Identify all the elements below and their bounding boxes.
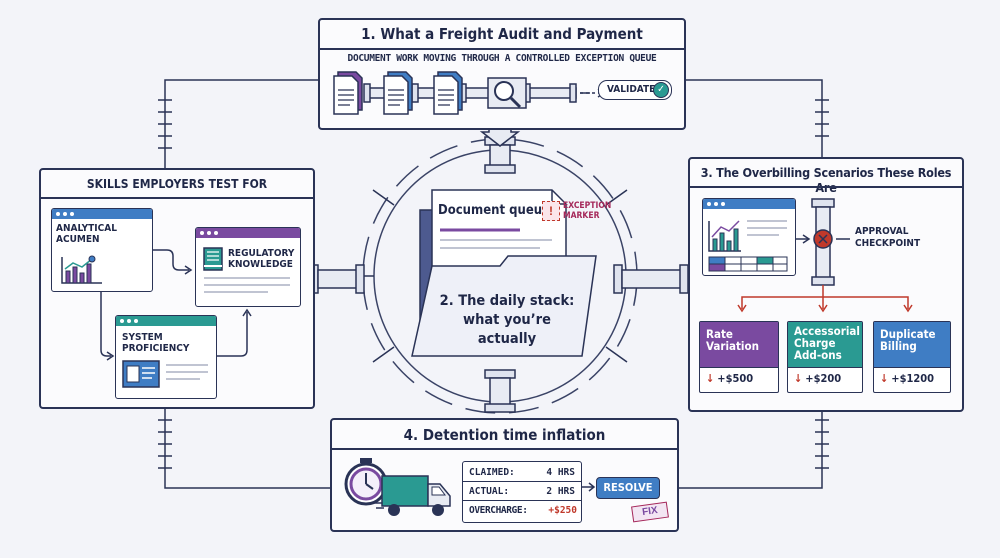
- document-icon: [383, 71, 413, 115]
- connector-skills-p4: [164, 405, 330, 489]
- exception-icon: !: [542, 201, 560, 221]
- panel-overbilling: 3. The Overbilling Scenarios These Roles…: [688, 157, 964, 412]
- document-icon: [433, 71, 463, 115]
- regulatory-knowledge-window: REGULATORY KNOWLEDGE: [195, 227, 301, 307]
- approval-checkpoint-label: APPROVAL CHECKPOINT: [855, 226, 921, 249]
- panel-skills: SKILLS EMPLOYERS TEST FOR ANALYTICAL ACU…: [39, 168, 315, 409]
- magnifier-icon: [487, 77, 527, 109]
- overcharge-label: OVERCHARGE:: [469, 505, 528, 516]
- folder-graphic: [411, 189, 597, 357]
- actual-value: 2 HRS: [546, 486, 575, 497]
- skills-title: SKILLS EMPLOYERS TEST FOR: [86, 177, 268, 191]
- system-proficiency-label: SYSTEM PROFICIENCY: [122, 332, 190, 354]
- analytical-acumen-label: ANALYTICAL ACUMEN: [56, 223, 117, 245]
- check-icon: ✓: [653, 82, 669, 98]
- bar-chart-icon: [61, 255, 102, 284]
- dashboard-chart-icon: [708, 220, 788, 272]
- panel-1-subtitle: DOCUMENT WORK MOVING THROUGH A CONTROLLE…: [347, 53, 657, 64]
- card-accessorial: Accessorial Charge Add-ons ↓+$200: [787, 321, 863, 393]
- stopwatch-icon: [344, 458, 388, 506]
- panel-freight-audit: 1. What a Freight Audit and Payment DOCU…: [318, 18, 686, 130]
- card-amount: +$500: [717, 372, 754, 385]
- panel-detention: 4. Detention time inflation CLAIMED: 4 H…: [330, 418, 679, 532]
- panel-4-title: 4. Detention time inflation: [403, 426, 606, 444]
- panel-1-title: 1. What a Freight Audit and Payment: [361, 25, 643, 43]
- claimed-value: 4 HRS: [546, 467, 575, 478]
- truck-timer-graphic: [344, 458, 451, 516]
- card-amount: +$200: [805, 372, 842, 385]
- card-label: Accessorial Charge Add-ons: [788, 322, 862, 367]
- panel-2-title: 2. The daily stack: what you’re actually: [439, 293, 575, 347]
- pipe-left: [309, 264, 365, 294]
- skills-arrows: [100, 249, 252, 361]
- card-rate-variation: Rate Variation ↓+$500: [699, 321, 779, 393]
- exception-marker-label: EXCEPTION MARKER: [563, 201, 612, 221]
- down-arrow-icon: ↓: [706, 372, 715, 385]
- resolve-button[interactable]: RESOLVE: [596, 477, 660, 499]
- card-duplicate-billing: Duplicate Billing ↓+$1200: [873, 321, 951, 393]
- document-queue-label: Document queue: [438, 203, 551, 218]
- card-amount: +$1200: [891, 372, 935, 385]
- validate-button[interactable]: VALIDATE ✓: [598, 80, 672, 100]
- claimed-label: CLAIMED:: [469, 467, 515, 478]
- down-arrow-icon: ↓: [880, 372, 889, 385]
- detention-table: CLAIMED: 4 HRS ACTUAL: 2 HRS OVERCHARGE:…: [462, 461, 582, 523]
- connector-p3-p4: [677, 408, 823, 489]
- dashboard-window: [702, 198, 796, 276]
- truck-icon: [372, 475, 451, 516]
- overcharge-value: +$250: [548, 505, 577, 516]
- regulatory-knowledge-label: REGULATORY KNOWLEDGE: [228, 248, 295, 270]
- system-proficiency-window: SYSTEM PROFICIENCY: [115, 315, 217, 399]
- arrow-right-icon: [582, 482, 596, 492]
- analytical-acumen-window: ANALYTICAL ACUMEN: [51, 208, 153, 292]
- fix-stamp: FIX: [631, 501, 669, 523]
- connector-p1-skills: [164, 79, 318, 170]
- connector-ticks: [158, 99, 829, 469]
- text-lines: [204, 277, 290, 293]
- approval-pipe: [737, 198, 913, 313]
- connector-p1-p3: [682, 79, 823, 157]
- actual-label: ACTUAL:: [469, 486, 510, 497]
- document-icon: [333, 71, 363, 115]
- card-label: Rate Variation: [700, 322, 778, 367]
- card-label: Duplicate Billing: [874, 322, 950, 367]
- pipe-bottom: [484, 369, 516, 413]
- center-hub: Document queue ! EXCEPTION MARKER 2. The…: [380, 170, 620, 370]
- down-arrow-icon: ↓: [794, 372, 803, 385]
- book-icon: [203, 247, 223, 271]
- document-flow: [333, 71, 606, 115]
- screen-icon: [122, 360, 208, 388]
